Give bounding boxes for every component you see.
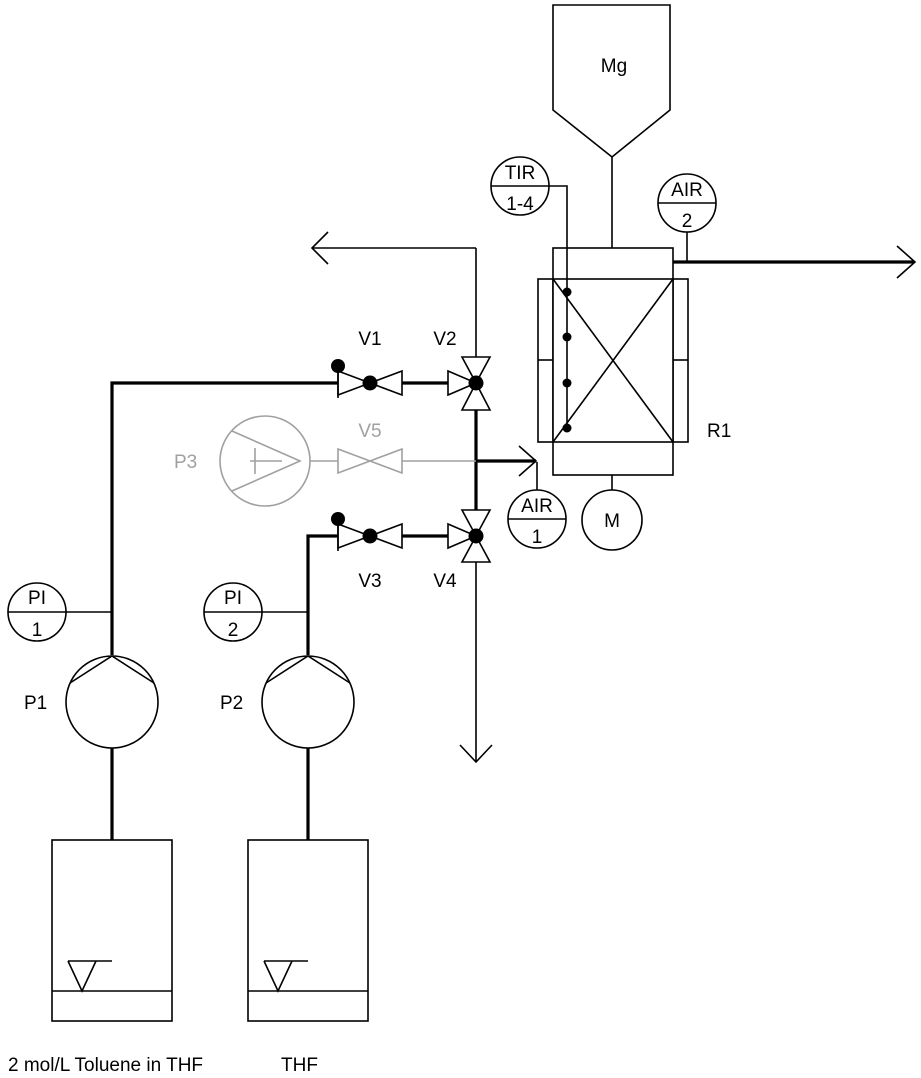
mg-hopper: Mg <box>552 4 671 248</box>
valve-v1: V1 <box>331 329 403 398</box>
pi2-top: PI <box>224 588 242 609</box>
air1-analyzer: AIR 1 <box>507 462 567 549</box>
air2-bottom: 2 <box>682 211 693 232</box>
tank2-label: THF <box>281 1055 318 1076</box>
reactor-label: R1 <box>707 421 731 442</box>
p2-label: P2 <box>220 693 243 714</box>
air2-top: AIR <box>671 180 703 201</box>
pump-p3-inactive: P3 <box>174 415 476 507</box>
tank-thf: THF <box>247 839 369 1076</box>
valve-v3: V3 <box>331 512 403 592</box>
reactor-outlet <box>673 245 917 279</box>
tir-indicator: TIR 1-4 <box>490 156 550 216</box>
p1-label: P1 <box>24 693 47 714</box>
process-lines <box>110 231 538 840</box>
pi1-indicator: PI 1 <box>7 582 112 642</box>
v5-label: V5 <box>358 421 381 442</box>
v3-label: V3 <box>358 571 381 592</box>
v4-label: V4 <box>433 571 457 592</box>
pump-p2: P2 <box>220 655 355 749</box>
valve-v2: V2 <box>433 329 492 411</box>
air1-bottom: 1 <box>532 527 543 548</box>
tir-bottom: 1-4 <box>506 194 534 215</box>
pump-p1: P1 <box>24 655 159 749</box>
air1-top: AIR <box>521 496 553 517</box>
v1-label: V1 <box>358 329 381 350</box>
reactor-r1: R1 <box>537 247 731 476</box>
pi1-bottom: 1 <box>32 620 43 641</box>
tir-top: TIR <box>505 163 536 184</box>
valve-v4: V4 <box>433 509 492 592</box>
valve-v5-inactive: V5 <box>337 421 403 475</box>
pi2-bottom: 2 <box>228 620 239 641</box>
motor-label: M <box>604 511 620 532</box>
motor: M <box>581 475 643 551</box>
v2-label: V2 <box>433 329 456 350</box>
air2-analyzer: AIR 2 <box>657 173 717 262</box>
pi2-indicator: PI 2 <box>203 582 308 642</box>
mg-label: Mg <box>601 56 627 77</box>
pi1-top: PI <box>28 588 46 609</box>
tank-toluene: 2 mol/L Toluene in THF <box>8 839 203 1076</box>
tank1-label: 2 mol/L Toluene in THF <box>8 1055 203 1076</box>
p3-label: P3 <box>174 452 197 473</box>
